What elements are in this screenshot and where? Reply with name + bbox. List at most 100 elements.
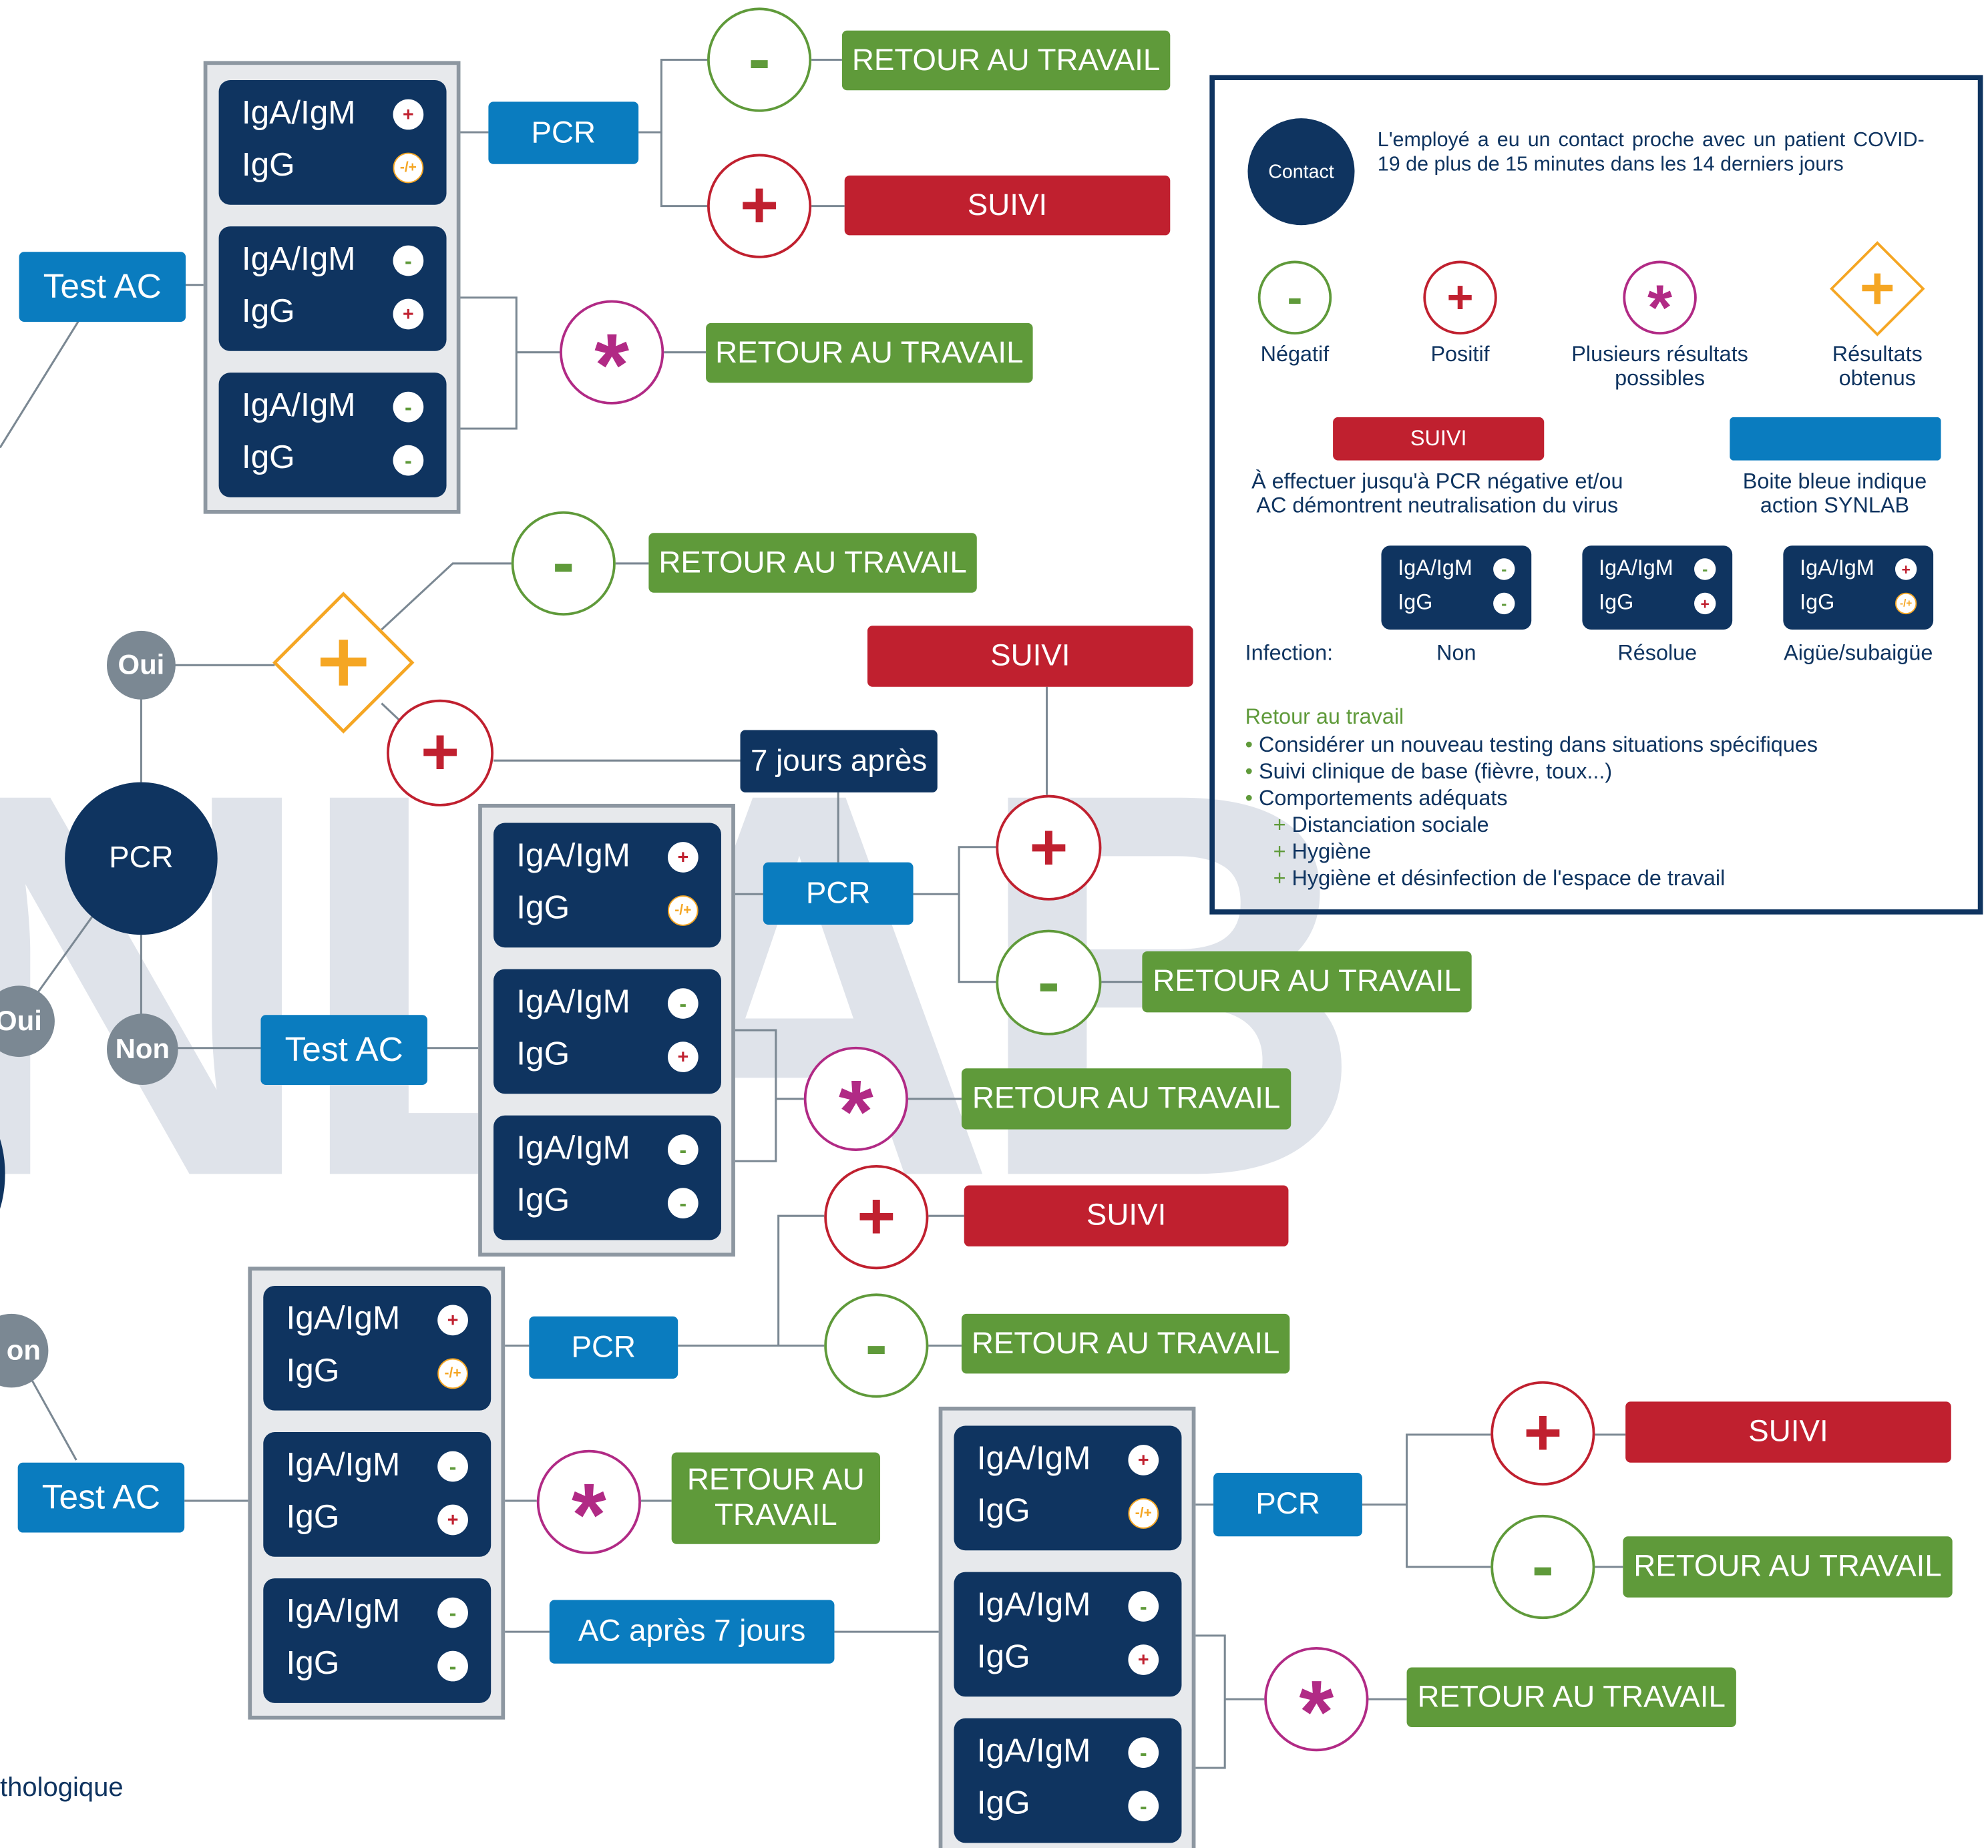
bullet-text: Suivi clinique de base (fièvre, toux...) (1259, 759, 1613, 784)
positive-icon: + (667, 1042, 699, 1072)
antibody-card: IgA/IgM IgG - - (218, 373, 447, 497)
igg-label: IgG (241, 437, 295, 476)
legend-obtained-diamond (1830, 241, 1925, 336)
iga-igm-label: IgA/IgM (1800, 555, 1874, 580)
pcr-hub-circle: PCR (65, 782, 218, 935)
igg-label: IgG (516, 1180, 570, 1219)
retour-au-travail-box: RETOUR AU TRAVAIL (1142, 951, 1472, 1013)
suivi-box: SUIVI (844, 175, 1171, 236)
bullet-text: Comportements adéquats (1259, 786, 1508, 811)
retour-au-travail-box: RETOUR AU TRAVAIL (961, 1068, 1291, 1130)
legend-suivi-description: À effectuer jusqu'à PCR négative et/ou A… (1215, 469, 1660, 518)
pcr-box-bottom: PCR (529, 1316, 678, 1379)
positive-result-icon: + (387, 699, 494, 806)
bullet-item: • Suivi clinique de base (fièvre, toux..… (1245, 759, 1613, 784)
infection-label: Infection: (1245, 641, 1334, 666)
sub-bullet-item: + Hygiène (1273, 839, 1372, 864)
antibody-card: IgA/IgM IgG - - (493, 1115, 721, 1240)
contact-circle: Contact (1247, 118, 1355, 226)
negative-icon: - (1128, 1791, 1159, 1821)
ac-after-7-days-box: AC après 7 jours (549, 1600, 835, 1664)
positive-result-icon: + (1490, 1381, 1595, 1486)
legend-positive-icon: + (1423, 260, 1497, 335)
bullet-item: • Considérer un nouveau testing dans sit… (1245, 732, 1818, 757)
iga-igm-label: IgA/IgM (1599, 555, 1673, 580)
igg-label: IgG (286, 1497, 340, 1536)
retour-au-travail-box: RETOUR AU TRAVAIL (1623, 1536, 1953, 1598)
retour-line-1: RETOUR AU (686, 1463, 865, 1497)
igg-label: IgG (516, 1033, 570, 1072)
multiple-results-icon: * (536, 1449, 641, 1560)
legend-suivi-box: SUIVI (1333, 417, 1545, 461)
positive-result-icon: + (824, 1164, 929, 1270)
iga-igm-label: IgA/IgM (286, 1591, 401, 1630)
negative-icon: - (667, 1134, 699, 1165)
antibody-card: IgA/IgM IgG - + (493, 969, 721, 1094)
igg-label: IgG (976, 1490, 1030, 1529)
bullet-text: Considérer un nouveau testing dans situa… (1259, 732, 1818, 757)
negative-icon: - (667, 1188, 699, 1219)
negative-icon: - (1493, 558, 1515, 580)
negative-icon: - (393, 391, 424, 423)
retour-au-travail-box: RETOUR AU TRAVAIL (706, 322, 1033, 383)
positive-result-icon: + (707, 154, 812, 258)
legend-negative-label: Négatif (1260, 342, 1330, 367)
positive-icon: + (1895, 558, 1917, 580)
sub-bullet-text: Hygiène (1291, 839, 1372, 864)
sub-bullet-item: + Hygiène et désinfection de l'espace de… (1273, 866, 1726, 891)
igg-label: IgG (516, 887, 570, 926)
negative-icon: - (1128, 1737, 1159, 1768)
obtained-icon: -/+ (1128, 1498, 1159, 1529)
bullet-item: • Comportements adéquats (1245, 786, 1508, 811)
legend-obtained-label: Résultats obtenus (1814, 342, 1941, 391)
sub-bullet-text: Hygiène et désinfection de l'espace de t… (1291, 866, 1726, 891)
negative-icon: - (393, 245, 424, 276)
igg-label: IgG (1800, 590, 1835, 615)
positive-icon: + (1128, 1644, 1159, 1675)
legend-obtained-line2: obtenus (1838, 366, 1916, 391)
legend-suivi-line1: À effectuer jusqu'à PCR négative et/ou (1251, 469, 1623, 494)
infection-non-label: Non (1436, 641, 1476, 666)
negative-icon: - (437, 1597, 468, 1628)
positive-icon: + (393, 298, 424, 330)
iga-igm-label: IgA/IgM (241, 385, 356, 424)
antibody-group-middle: IgA/IgM IgG + -/+ IgA/IgM IgG - + IgA/Ig… (478, 803, 735, 1257)
iga-igm-label: IgA/IgM (241, 93, 356, 132)
negative-result-icon: - (1490, 1514, 1595, 1620)
iga-igm-label: IgA/IgM (516, 1128, 630, 1166)
oui-node: Oui (106, 630, 176, 700)
legend-obtained-line1: Résultats (1832, 342, 1923, 367)
negative-icon: - (667, 988, 699, 1019)
retour-au-travail-box: RETOUR AU TRAVAIL (961, 1313, 1290, 1374)
antibody-card: IgA/IgM IgG + -/+ (954, 1425, 1182, 1551)
antibody-group-bottom: IgA/IgM IgG + -/+ IgA/IgM IgG - + IgA/Ig… (248, 1266, 506, 1720)
iga-igm-label: IgA/IgM (976, 1438, 1091, 1477)
negative-icon: - (1694, 558, 1716, 580)
legend-card-aigue: IgA/IgM IgG + -/+ (1783, 545, 1934, 630)
iga-igm-label: IgA/IgM (976, 1584, 1091, 1623)
retour-au-travail-box: RETOUR AU TRAVAIL (841, 30, 1171, 91)
retour-au-travail-box: RETOUR AU TRAVAIL (1406, 1667, 1736, 1728)
test-ac-box-top: Test AC (19, 252, 186, 322)
antibody-card: IgA/IgM IgG - + (954, 1572, 1182, 1697)
multiple-results-icon: * (803, 1046, 908, 1156)
obtained-icon: -/+ (437, 1358, 468, 1389)
obtained-icon: -/+ (1895, 592, 1917, 615)
legend-blue-line1: Boite bleue indique (1742, 469, 1927, 494)
legend-blue-description: Boite bleue indique action SYNLAB (1717, 469, 1952, 518)
igg-label: IgG (286, 1351, 340, 1389)
negative-icon: - (1493, 592, 1515, 615)
positive-result-icon: + (996, 794, 1102, 901)
positive-icon: + (393, 99, 424, 130)
legend-blue-box (1730, 417, 1941, 461)
negative-icon: - (437, 1650, 468, 1682)
igg-label: IgG (1599, 590, 1634, 615)
iga-igm-label: IgA/IgM (976, 1730, 1091, 1769)
igg-label: IgG (976, 1636, 1030, 1675)
antibody-card: IgA/IgM IgG - - (954, 1718, 1182, 1843)
iga-igm-label: IgA/IgM (1398, 555, 1472, 580)
retour-au-travail-box-two-line: RETOUR AU TRAVAIL (671, 1452, 881, 1544)
antibody-group-bottom-right: IgA/IgM IgG + -/+ IgA/IgM IgG - + IgA/Ig… (938, 1406, 1196, 1848)
antibody-card: IgA/IgM IgG + -/+ (493, 823, 721, 948)
test-ac-box-middle: Test AC (260, 1015, 427, 1085)
